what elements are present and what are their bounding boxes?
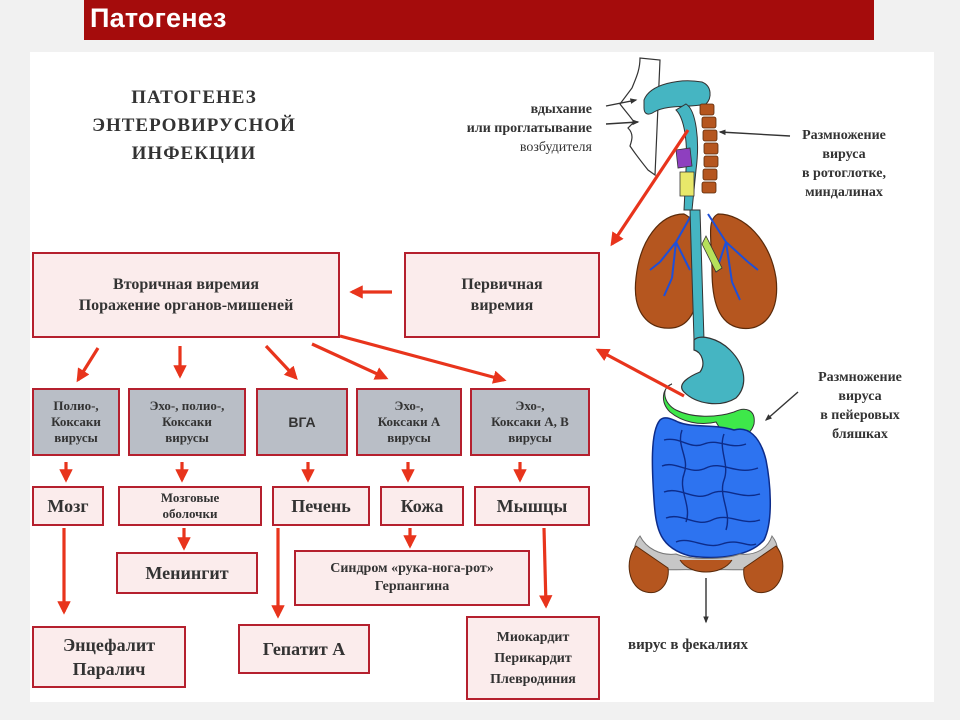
reproduction-throat-line: Размножение	[802, 128, 886, 143]
trachea-band	[701, 235, 723, 273]
intestine-folds	[661, 429, 761, 547]
disease-encephalitis-line: Паралич	[72, 659, 146, 679]
disease-encephalitis: Энцефалит Паралич	[32, 626, 186, 688]
disease-hfmd-line: Герпангина	[374, 579, 450, 594]
disease-myocarditis-line: Перикардит	[494, 650, 572, 666]
organ-meninges: Мозговые оболочки	[118, 486, 262, 526]
virus-group-line: Эхо-,	[515, 398, 545, 413]
primary-viremia-line: Первичная	[461, 276, 543, 293]
virus-group-line: Эхо-, полио-,	[149, 398, 225, 413]
duodenum	[663, 383, 755, 438]
virus-group-line: ВГА	[288, 414, 316, 430]
reproduction-throat-line: вируса	[822, 147, 866, 162]
virus-group-polio-coxsackie: Полио-, Коксаки вирусы	[32, 388, 120, 456]
disease-meningitis: Менингит	[116, 552, 258, 594]
reproduction-peyer-line: Размножение	[818, 370, 902, 385]
head-outline	[619, 57, 661, 177]
organ-meninges-line: оболочки	[162, 506, 218, 521]
virus-group-hav: ВГА	[256, 388, 348, 456]
virus-group-line: Коксаки А, В	[491, 414, 569, 429]
flow-arrows	[57, 129, 690, 619]
reproduction-peyer-line: в пейеровых	[820, 408, 900, 423]
inhalation-line: или проглатывание	[466, 121, 592, 136]
virus-group-line: вирусы	[387, 430, 431, 445]
primary-viremia-line: виремия	[470, 297, 534, 314]
disease-myocarditis: Миокардит Перикардит Плевродиния	[466, 616, 600, 700]
disease-hepatitis-a: Гепатит А	[238, 624, 370, 674]
header-title: Патогенез	[90, 3, 227, 33]
stomach	[681, 336, 745, 405]
organ-meninges-line: Мозговые	[160, 490, 220, 505]
virus-group-line: вирусы	[508, 430, 552, 445]
esophagus	[689, 209, 705, 341]
secondary-viremia-line: Поражение органов-мишеней	[78, 297, 294, 314]
feces-label: вирус в фекалиях	[628, 637, 748, 653]
primary-viremia-box: Первичная виремия	[404, 252, 600, 338]
virus-group-echo-coxsackie-a: Эхо-, Коксаки А вирусы	[356, 388, 462, 456]
disease-myocarditis-line: Миокардит	[496, 629, 570, 645]
pointer-arrows	[605, 98, 799, 624]
reproduction-throat-line: в ротоглотке,	[802, 166, 886, 181]
disease-hfmd-line: Синдром «рука-нога-рот»	[330, 561, 494, 576]
virus-group-line: Коксаки	[162, 414, 212, 429]
intestines	[651, 417, 771, 559]
spine	[699, 103, 719, 194]
virus-group-line: вирусы	[54, 430, 98, 445]
virus-group-line: Полио-,	[53, 398, 99, 413]
virus-group-echo-coxsackie-ab: Эхо-, Коксаки А, В вирусы	[470, 388, 590, 456]
inhalation-line: вдыхание	[530, 102, 592, 117]
virus-group-echo-polio-coxsackie: Эхо-, полио-, Коксаки вирусы	[128, 388, 246, 456]
organ-muscles: Мышцы	[474, 486, 590, 526]
virus-group-line: Эхо-,	[394, 398, 424, 413]
disease-encephalitis-line: Энцефалит	[62, 635, 156, 655]
larynx	[679, 171, 695, 197]
tonsils	[675, 147, 693, 169]
slide-header: Патогенез	[84, 0, 874, 40]
inhalation-line: возбудителя	[519, 140, 592, 155]
diagram-title-line: ИНФЕКЦИИ	[131, 143, 257, 164]
inhalation-label: вдыхание или проглатывание возбудителя	[414, 100, 592, 157]
secondary-viremia-line: Вторичная виремия	[113, 276, 259, 293]
diagram-title-line: ПАТОГЕНЕЗ	[131, 87, 257, 108]
disease-hfmd: Синдром «рука-нога-рот» Герпангина	[294, 550, 530, 606]
diagram-title-line: ЭНТЕРОВИРУСНОЙ	[92, 115, 296, 136]
virus-group-line: Коксаки А	[377, 414, 441, 429]
organ-brain: Мозг	[32, 486, 104, 526]
diagram-title: ПАТОГЕНЕЗ ЭНТЕРОВИРУСНОЙ ИНФЕКЦИИ	[64, 84, 324, 168]
reproduction-throat-label: Размножение вируса в ротоглотке, миндали…	[782, 126, 906, 202]
organ-skin: Кожа	[380, 486, 464, 526]
virus-group-line: вирусы	[165, 430, 209, 445]
right-lung	[709, 213, 778, 330]
secondary-viremia-box: Вторичная виремия Поражение органов-мише…	[32, 252, 340, 338]
anatomy-figure	[619, 57, 784, 594]
reproduction-throat-line: миндалинах	[805, 185, 883, 200]
reproduction-peyer-line: вируса	[838, 389, 882, 404]
organ-liver: Печень	[272, 486, 370, 526]
pelvis-bone	[628, 545, 784, 594]
disease-myocarditis-line: Плевродиния	[490, 671, 576, 687]
reproduction-peyer-label: Размножение вируса в пейеровых бляшках	[798, 368, 922, 444]
virus-group-line: Коксаки	[51, 414, 101, 429]
reproduction-peyer-line: бляшках	[832, 427, 888, 442]
